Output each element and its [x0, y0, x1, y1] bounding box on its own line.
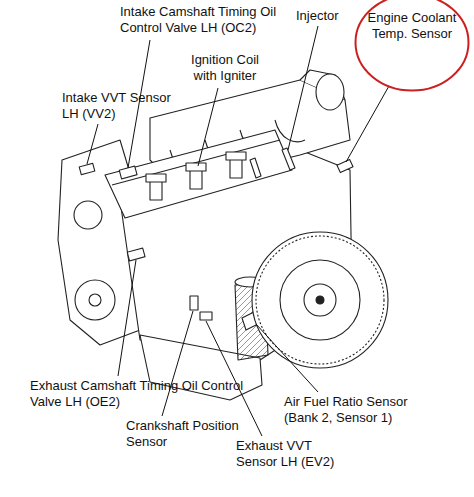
circled-callout: Engine Coolant Temp. Sensor: [354, 0, 470, 92]
flywheel-bolt: [316, 296, 324, 304]
coil-head: [226, 152, 246, 160]
vvt-sensor: [79, 163, 95, 174]
injector: [282, 148, 295, 170]
flywheel-ring: [280, 260, 360, 340]
coil-head: [186, 163, 206, 171]
part-label: Injector: [296, 8, 366, 24]
throttle-bore: [316, 74, 344, 110]
coil-head: [146, 174, 166, 182]
pulley: [74, 201, 102, 229]
leader-line: [256, 324, 318, 392]
injector: [250, 158, 261, 178]
pulley-hub: [89, 294, 101, 306]
leader-line: [288, 26, 318, 150]
leader-line: [198, 88, 218, 166]
crankshaft-sensor: [190, 296, 198, 310]
red-ellipse-outline: [356, 0, 469, 90]
flywheel: [252, 232, 388, 368]
leader-line: [118, 260, 136, 376]
part-label: Exhaust Camshaft Timing Oil Control Valv…: [30, 378, 250, 410]
part-label: Engine Coolant Temp. Sensor: [364, 10, 460, 42]
part-label: Exhaust VVT Sensor LH (EV2): [236, 438, 356, 470]
flywheel-hub: [304, 284, 336, 316]
leader-line: [162, 311, 193, 416]
part-label: Intake VVT Sensor LH (VV2): [62, 90, 172, 122]
vvt-sensor: [200, 312, 212, 320]
coolant-sensor: [337, 159, 353, 172]
part-label: Intake Camshaft Timing Oil Control Valve…: [120, 4, 295, 36]
crank-pulley: [75, 280, 115, 320]
oil-control-valve: [127, 248, 145, 261]
part-label: Ignition Coil with Igniter: [180, 52, 270, 84]
part-label: Air Fuel Ratio Sensor (Bank 2, Sensor 1): [284, 394, 434, 426]
valve-cover: [105, 130, 292, 218]
intake-runner: [275, 120, 305, 142]
leader-line: [87, 124, 98, 164]
